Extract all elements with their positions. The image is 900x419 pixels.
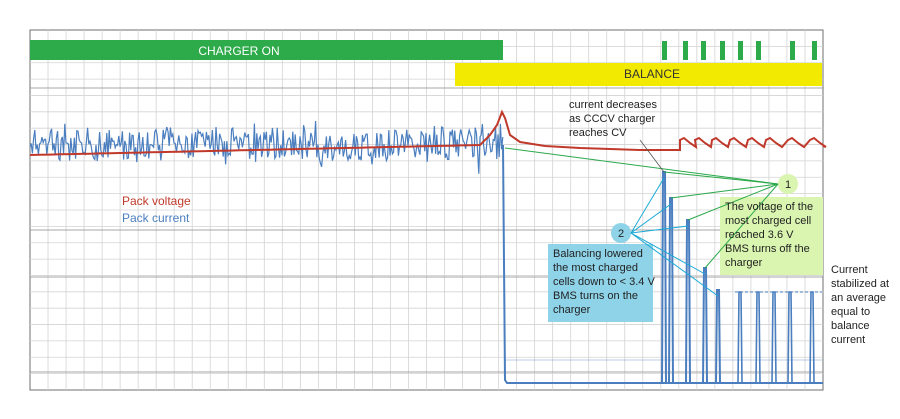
- callout-2-leader-1: [630, 203, 672, 234]
- callout-2-line-5: charger: [553, 304, 591, 316]
- voltage-series-line: [29, 109, 827, 156]
- stabilized-line-2: stabilized at: [831, 278, 889, 290]
- callout-2-line-2: the most charged: [553, 262, 638, 274]
- charger-pulse-3: [720, 41, 725, 60]
- stabilized-line-6: current: [831, 334, 865, 346]
- callout-1-leader-2: [670, 183, 779, 199]
- callout-1-line-4: BMS turns off the: [725, 243, 810, 255]
- callout-2-leader-0: [630, 177, 665, 234]
- callout-1-line-1: The voltage of the: [725, 201, 813, 213]
- legend-current-label: Pack current: [122, 211, 190, 225]
- callout-1-box: [720, 197, 823, 275]
- callouts: [504, 139, 823, 322]
- legend-voltage-label: Pack voltage: [122, 194, 191, 208]
- balance-label: BALANCE: [624, 67, 680, 81]
- callout-2-line-1: Balancing lowered: [553, 248, 643, 260]
- stabilized-line-4: equal to: [831, 306, 870, 318]
- charger-on-bar: [30, 40, 503, 60]
- stabilized-line-3: an average: [831, 292, 886, 304]
- charger-on-label: CHARGER ON: [198, 44, 279, 58]
- cv-note-line-3: reaches CV: [569, 127, 627, 139]
- state-bars: [30, 40, 822, 86]
- callout-2-circle: [611, 223, 631, 243]
- callout-2-line-4: BMS turns on the: [553, 290, 638, 302]
- callout-1-line-2: most charged cell: [725, 215, 811, 227]
- charger-pulse-4: [738, 41, 743, 60]
- cv-note-pointer: [639, 139, 665, 173]
- charger-pulse-7: [812, 41, 817, 60]
- current-spike-4: [715, 289, 721, 384]
- grid: [29, 29, 824, 391]
- charger-pulse-5: [756, 41, 761, 60]
- callout-1-marker: 1: [785, 179, 791, 191]
- callout-1-circle: [778, 174, 798, 194]
- charger-pulse-1: [683, 41, 688, 60]
- callout-2-marker: 2: [618, 228, 624, 240]
- callout-2-line-3: cells down to < 3.4 V: [553, 276, 655, 288]
- stabilized-line-5: balance: [831, 320, 870, 332]
- charger-pulse-0: [662, 41, 667, 60]
- callout-1-leader-0: [504, 147, 779, 185]
- balance-bar: [455, 63, 822, 86]
- charger-pulse-2: [701, 41, 706, 60]
- callout-1-leader-4: [704, 183, 779, 269]
- cv-note-line-1: current decreases: [569, 99, 658, 111]
- current-series-line: [29, 120, 504, 174]
- cv-note-line-2: as CCCV charger: [569, 113, 656, 125]
- callout-1-leader-1: [663, 171, 779, 185]
- current-pulse-2: [771, 291, 777, 384]
- callout-1-leader-3: [687, 183, 779, 221]
- stabilized-line-1: Current: [831, 264, 868, 276]
- callout-2-leader-4: [630, 232, 719, 297]
- callout-2-box: [548, 244, 653, 322]
- charger-pulse-6: [790, 41, 795, 60]
- callout-1-line-3: reached 3.6 V: [725, 229, 794, 241]
- callout-1-line-5: charger: [725, 257, 763, 269]
- callout-2-leader-2: [630, 225, 689, 234]
- callout-2-leader-3: [630, 232, 706, 275]
